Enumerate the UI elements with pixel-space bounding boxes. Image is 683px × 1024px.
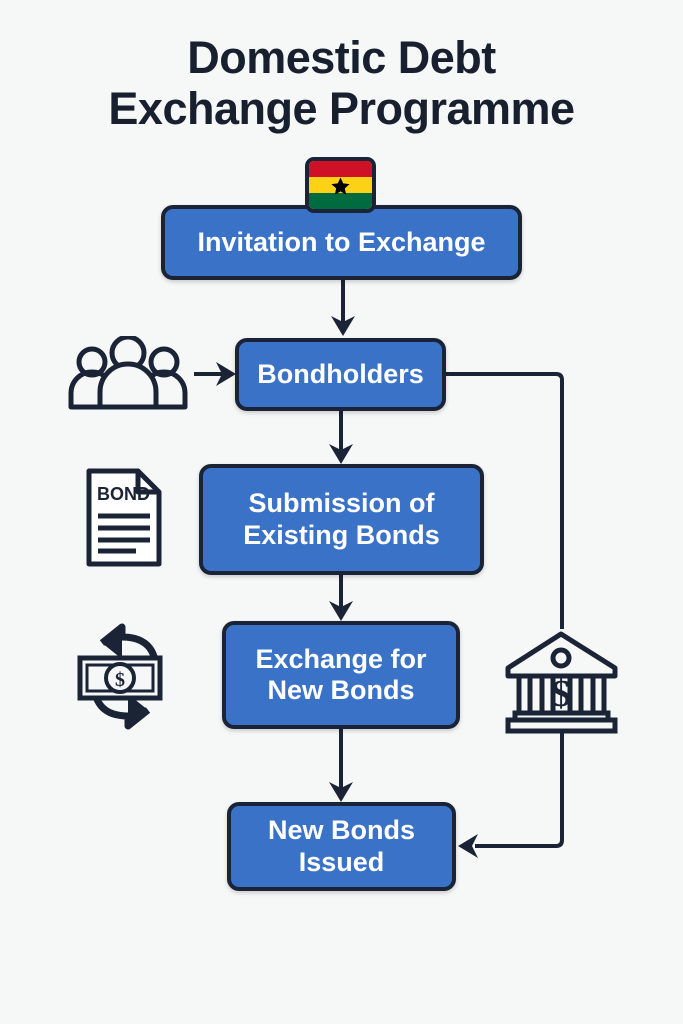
bond-document-icon: BOND	[84, 466, 164, 569]
group-of-people-icon	[68, 336, 188, 410]
arrowhead-left-bank	[458, 834, 478, 858]
ghana-flag-icon	[305, 157, 376, 213]
bond-document-label: BOND	[97, 484, 150, 504]
arrowhead-down-exchange	[329, 782, 353, 802]
node-invitation-to-exchange[interactable]: Invitation to Exchange	[161, 205, 522, 280]
bank-building-icon: $	[503, 628, 620, 734]
arrowhead-down-submission	[329, 601, 353, 621]
page-title: Domestic Debt Exchange Programme	[108, 32, 575, 134]
svg-text:$: $	[115, 669, 125, 691]
node-bondholders[interactable]: Bondholders	[235, 338, 446, 411]
svg-text:$: $	[552, 673, 571, 715]
arrowhead-down-invitation	[331, 316, 355, 336]
node-submission-of-existing-bonds[interactable]: Submission of Existing Bonds	[199, 464, 484, 575]
arrowhead-down-bondholders	[329, 444, 353, 464]
money-exchange-icon: $	[70, 620, 182, 730]
node-exchange-for-new-bonds[interactable]: Exchange for New Bonds	[222, 621, 460, 729]
arrowhead-right-people	[216, 362, 236, 386]
edge-bank-to-issued	[475, 733, 564, 848]
node-new-bonds-issued[interactable]: New Bonds Issued	[227, 802, 456, 891]
